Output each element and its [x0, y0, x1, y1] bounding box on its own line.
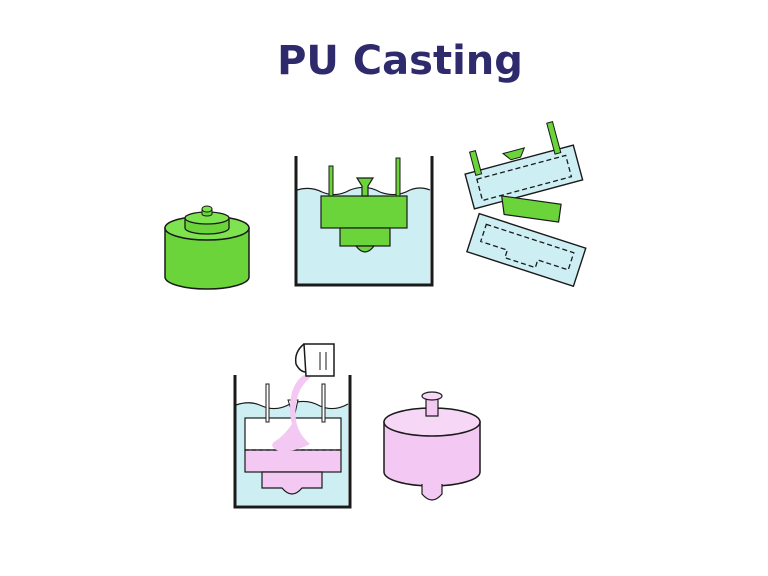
master-model: [164, 205, 250, 290]
measuring-cup-icon: [294, 343, 335, 377]
pu-cast-part: [383, 391, 481, 501]
page-title: PU Casting: [277, 38, 523, 84]
silicone-mold-casting: [294, 156, 434, 287]
pu-resin-pouring: [233, 375, 352, 509]
mold-cut-open: [464, 121, 587, 288]
